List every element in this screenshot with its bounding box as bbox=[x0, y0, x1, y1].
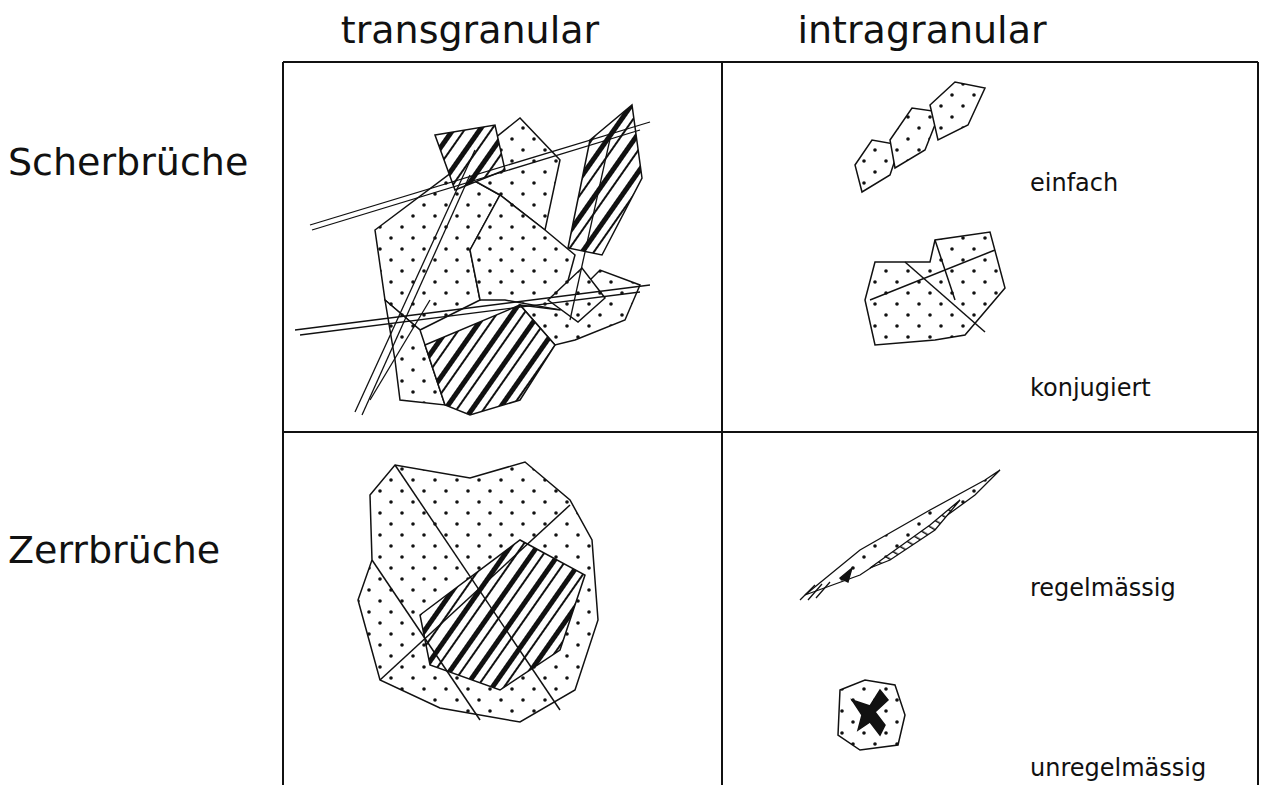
table-grid bbox=[283, 62, 1258, 785]
column-header: intragranular bbox=[797, 10, 1046, 52]
grain-aggregate bbox=[375, 105, 642, 415]
type-label: einfach bbox=[1030, 170, 1118, 196]
cracked-grain bbox=[358, 462, 598, 722]
irregular-grain bbox=[838, 680, 905, 750]
type-label: konjugiert bbox=[1030, 375, 1151, 401]
fracture-lines bbox=[295, 122, 650, 415]
type-label: regelmässig bbox=[1030, 575, 1176, 601]
row-header: Zerrbrüche bbox=[8, 530, 220, 572]
column-header: transgranular bbox=[341, 10, 599, 52]
conjugate-grain bbox=[865, 232, 1005, 345]
row-header: Scherbrüche bbox=[8, 142, 248, 184]
elongated-grain bbox=[800, 470, 1000, 600]
sheared-grain bbox=[855, 82, 985, 192]
type-label: unregelmässig bbox=[1030, 755, 1206, 781]
